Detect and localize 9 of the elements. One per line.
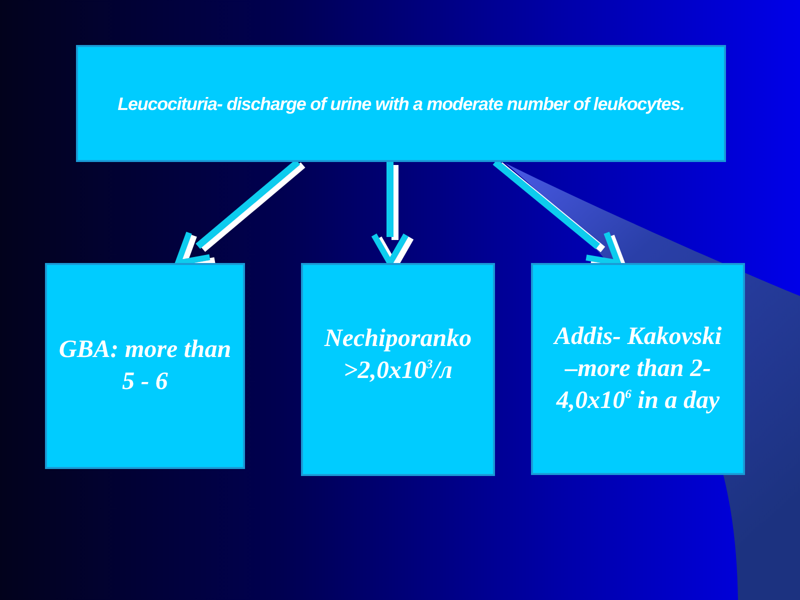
definition-text: Leucocituria- discharge of urine with a moderate number of leukocytes.: [118, 92, 684, 114]
arrow: [371, 162, 409, 266]
criterion-box: [301, 263, 495, 476]
criterion-box: [45, 263, 245, 469]
criterion-box: [531, 263, 745, 475]
criterion-text: Addis- Kakovski –more than 2- 4,0x10$^{6}$ in a day: [552, 322, 723, 416]
criterion-text: GBA: more than 5 - 6: [58, 335, 232, 397]
criterion-text: Nechiporanko >2,0x10$^{3}$/л: [323, 324, 473, 386]
definition-box: [76, 45, 726, 162]
